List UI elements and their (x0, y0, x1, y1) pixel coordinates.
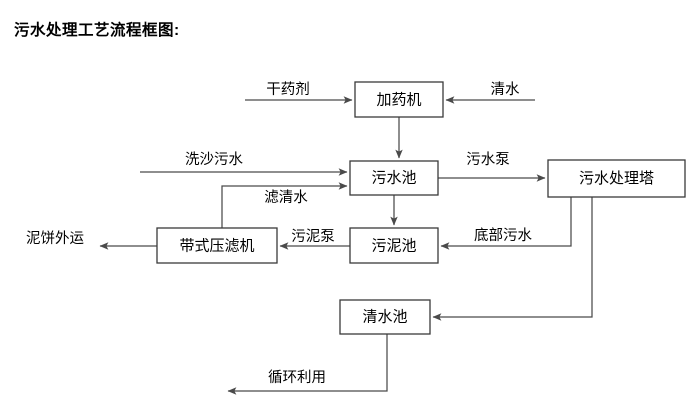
node-clean-water-pool-box (339, 299, 431, 335)
node-belt-filter-press[interactable]: 带式压滤机 (156, 227, 278, 264)
node-dosing-machine-box (354, 81, 444, 118)
node-belt-filter-press-label: 带式压滤机 (179, 237, 254, 254)
edge-filtrate-water-to-sewage-pool (221, 182, 348, 228)
node-sewage-pool[interactable]: 污水池 (349, 160, 439, 196)
node-treatment-tower[interactable]: 污水处理塔 (547, 159, 686, 198)
edge-label-sludge-pump: 污泥泵 (291, 228, 335, 245)
node-belt-filter-press-box (156, 227, 278, 264)
edge-label-sand-wash-sewage: 洗沙污水 (185, 151, 243, 168)
node-clean-water-pool[interactable]: 清水池 (339, 299, 431, 335)
edge-label-recycle-reuse: 循环利用 (268, 369, 326, 386)
node-dosing-machine-label: 加药机 (376, 91, 421, 108)
node-treatment-tower-box (547, 159, 686, 198)
edge-bottom-sewage-to-sludge-pool (440, 197, 572, 250)
node-sewage-pool-label: 污水池 (371, 169, 416, 186)
edge-treatment-tower-to-clean-water-pool (432, 197, 593, 321)
edge-clean-water-pool-to-recycle-reuse (227, 334, 388, 395)
edge-label-mud-cake-out: 泥饼外运 (26, 230, 84, 247)
node-clean-water-pool-label: 清水池 (362, 308, 407, 325)
edge-label-filtrate-water: 滤清水 (264, 189, 308, 206)
page-title: 污水处理工艺流程框图: (14, 22, 180, 39)
edge-label-clean-water-in: 清水 (491, 81, 520, 98)
node-sludge-pool-label: 污泥池 (371, 237, 416, 254)
edge-label-sewage-pump: 污水泵 (466, 151, 510, 168)
node-sludge-pool[interactable]: 污泥池 (349, 227, 439, 264)
edge-label-dry-reagent: 干药剂 (266, 81, 310, 98)
node-dosing-machine[interactable]: 加药机 (354, 81, 444, 118)
node-treatment-tower-label: 污水处理塔 (579, 170, 654, 187)
node-sewage-pool-box (349, 160, 439, 196)
node-sludge-pool-box (349, 227, 439, 264)
edge-label-bottom-sewage: 底部污水 (474, 227, 532, 244)
